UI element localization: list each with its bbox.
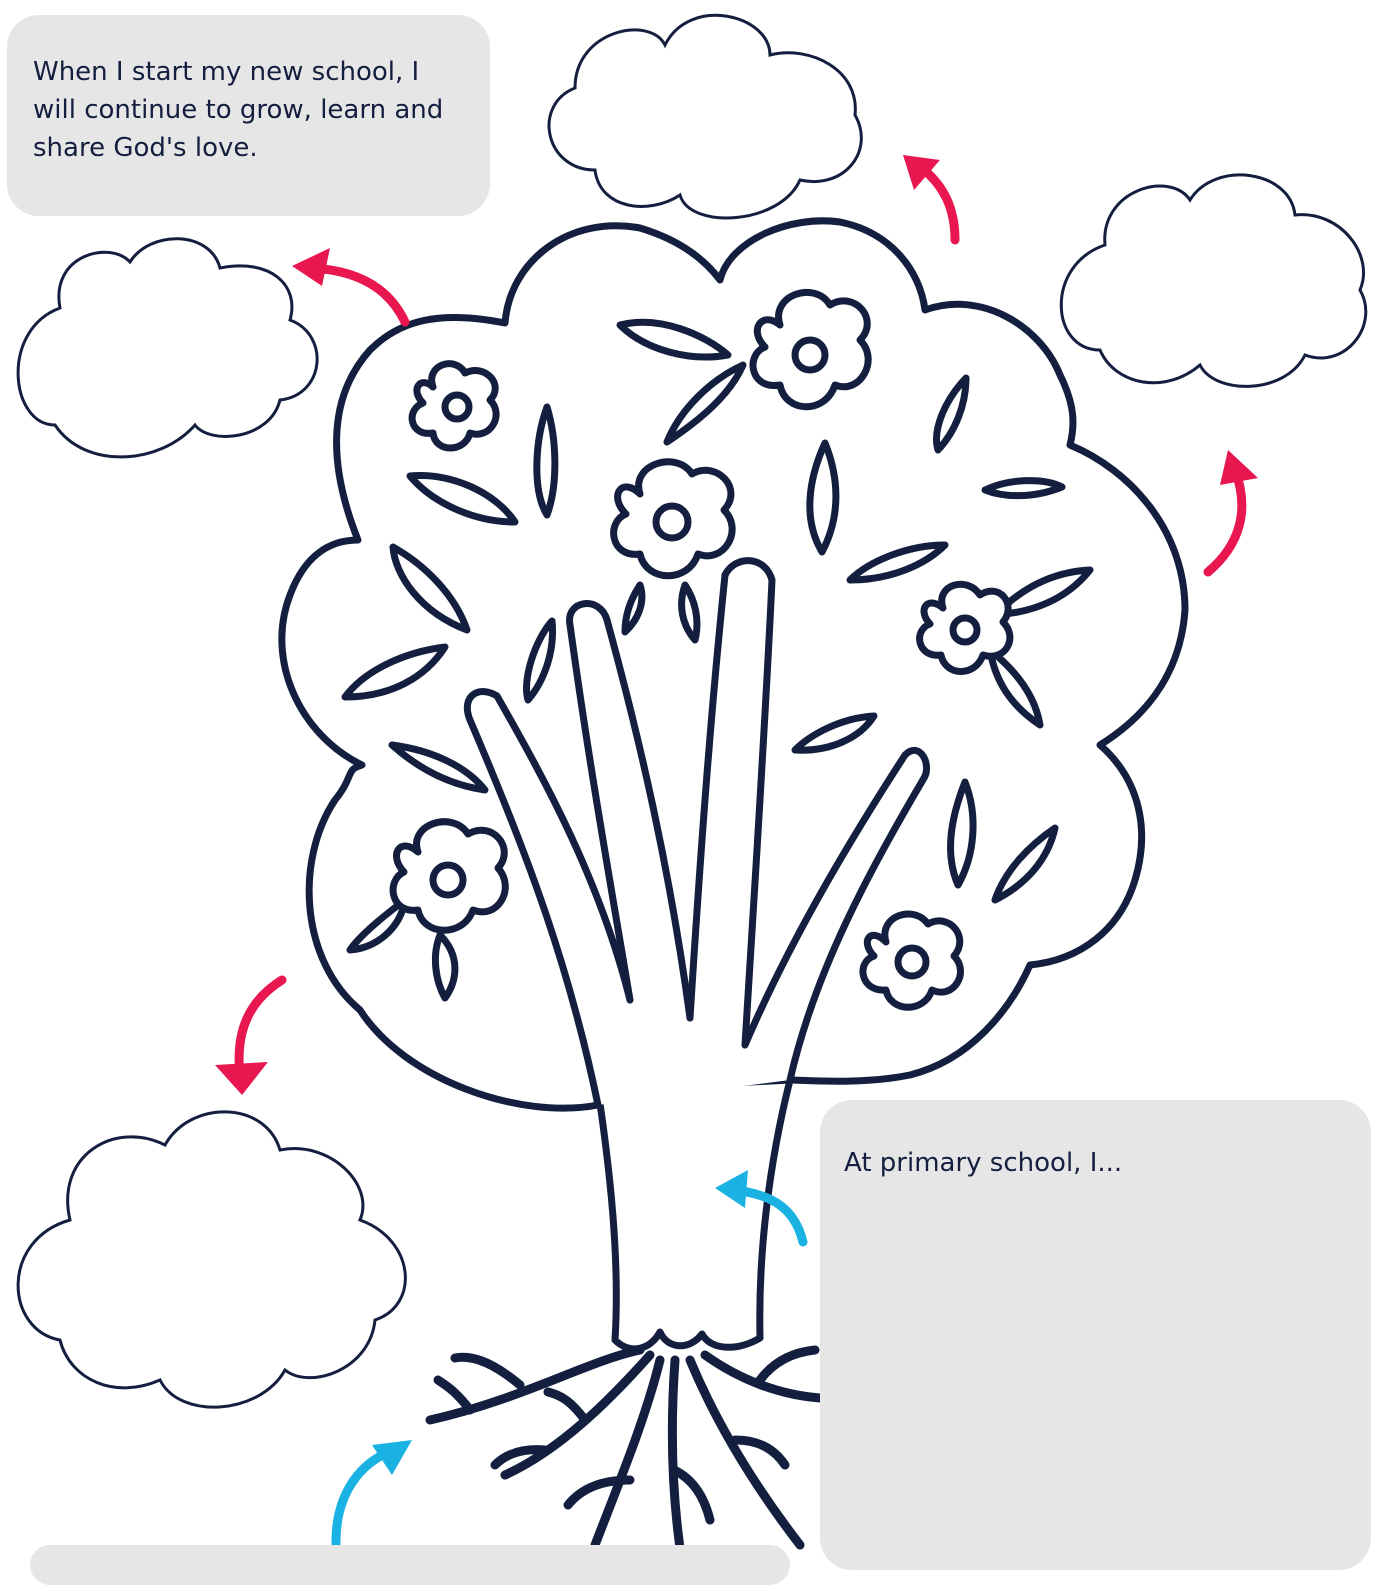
roots (430, 1350, 820, 1548)
curved-arrow-icon (292, 248, 405, 322)
curved-arrow-icon (1208, 450, 1258, 572)
primary-school-prompt: At primary school, I... (844, 1148, 1122, 1178)
future-prompt-text: When I start my new school, I will conti… (33, 57, 443, 163)
curved-arrow-icon (336, 1440, 412, 1545)
curved-arrow-icon (903, 155, 955, 240)
curved-arrow-icon (215, 980, 282, 1095)
cloud-top-center[interactable] (549, 15, 861, 218)
primary-school-box[interactable]: At primary school, I... (820, 1100, 1371, 1570)
future-prompt-box[interactable]: When I start my new school, I will conti… (7, 15, 490, 216)
tree-trunk (598, 1080, 790, 1349)
roots-text-box[interactable] (30, 1545, 790, 1585)
cloud-top-left[interactable] (18, 239, 317, 457)
cloud-bottom-left[interactable] (18, 1112, 405, 1407)
cloud-top-right[interactable] (1061, 175, 1366, 386)
